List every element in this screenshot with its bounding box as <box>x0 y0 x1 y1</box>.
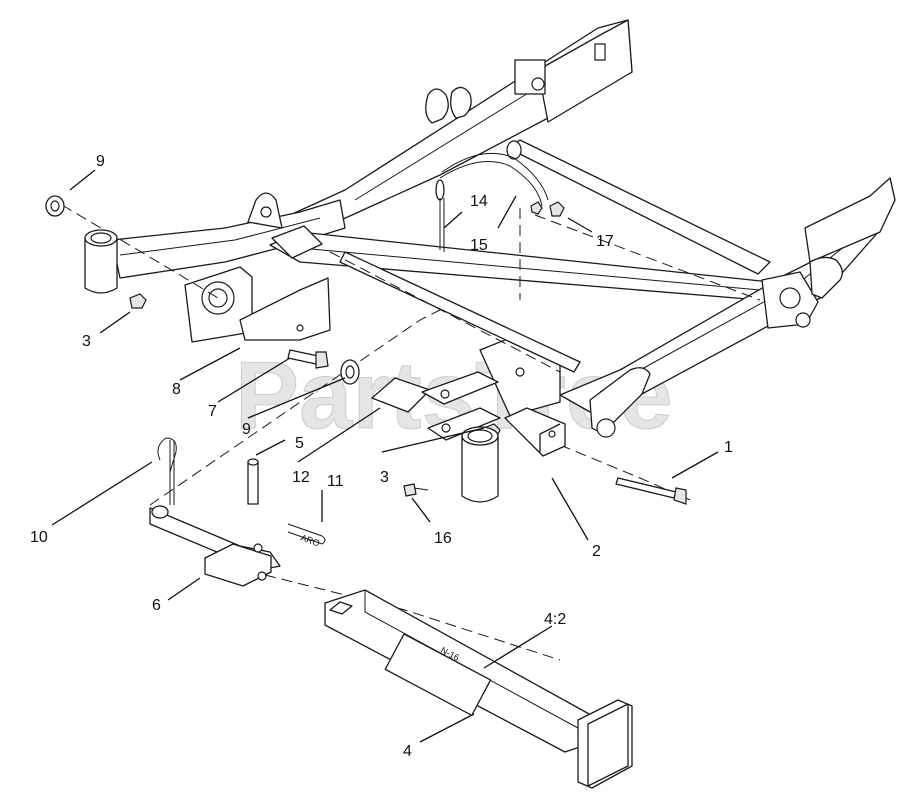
center-support-hole <box>515 367 525 377</box>
right-hook <box>809 256 843 299</box>
ear-hole <box>260 206 272 218</box>
left-rear-bracket <box>271 225 323 259</box>
callout-9-top: 9 <box>96 153 105 170</box>
hitch-pin-10 <box>157 437 177 505</box>
deck-frame <box>111 19 896 438</box>
right-bracket-hole <box>779 287 801 309</box>
pin-5 <box>247 458 259 505</box>
nut-left <box>129 293 147 309</box>
right-pivot <box>795 312 811 328</box>
callout-10: 10 <box>30 529 48 546</box>
left-spindle-tube <box>84 229 118 294</box>
hitch-plate-hole <box>296 324 304 332</box>
callout-3-left: 3 <box>82 333 91 350</box>
lift-brackets <box>421 371 501 441</box>
front-right-pivot <box>596 418 616 438</box>
rear-right-plate <box>537 19 633 123</box>
callout-16: 16 <box>434 530 452 547</box>
callout-7: 7 <box>208 403 217 420</box>
callouts: 9 3 8 7 9 5 12 11 10 6 3 16 2 1 4:2 4 14… <box>30 153 733 760</box>
bolt-16 <box>403 483 429 497</box>
callout-4-2: 4:2 <box>544 611 566 628</box>
callout-3-right: 3 <box>380 469 389 486</box>
callout-4: 4 <box>403 743 412 760</box>
small-parts: ARO N-16 <box>45 152 687 789</box>
assembly-dashes <box>61 204 761 661</box>
hitch-plate-left <box>239 277 331 341</box>
leader-lines <box>51 169 719 743</box>
callout-6: 6 <box>152 597 161 614</box>
callout-1: 1 <box>724 439 733 456</box>
callout-17: 17 <box>596 233 614 250</box>
lift-tube-4: N-16 <box>324 589 633 789</box>
callout-15: 15 <box>470 237 488 254</box>
cross-tube-end <box>506 140 522 160</box>
callout-2: 2 <box>592 543 601 560</box>
callout-8: 8 <box>172 381 181 398</box>
callout-5: 5 <box>295 435 304 452</box>
hitch-bar-6 <box>149 505 281 587</box>
plate-slot <box>594 43 606 61</box>
callout-9-middle: 9 <box>242 421 251 438</box>
clip-11 <box>287 523 326 545</box>
bolt-1 <box>615 477 687 505</box>
bracket-2 <box>504 407 566 457</box>
washer-top <box>45 195 65 217</box>
callout-14: 14 <box>470 193 488 210</box>
washer-middle <box>340 359 360 385</box>
center-tube <box>461 426 499 503</box>
lift-link <box>339 251 581 373</box>
rear-hook-right <box>450 86 472 119</box>
cable-assembly <box>435 152 549 252</box>
callout-11: 11 <box>327 473 344 490</box>
spindle-boss-inner <box>208 288 228 308</box>
nut-17 <box>549 201 565 217</box>
rear-hook-left <box>425 88 449 124</box>
left-rail-edge <box>119 217 321 256</box>
callout-12: 12 <box>292 469 310 486</box>
bracket-hole <box>531 77 545 91</box>
front-cross-edge <box>299 247 761 291</box>
bolt-7 <box>287 349 329 369</box>
